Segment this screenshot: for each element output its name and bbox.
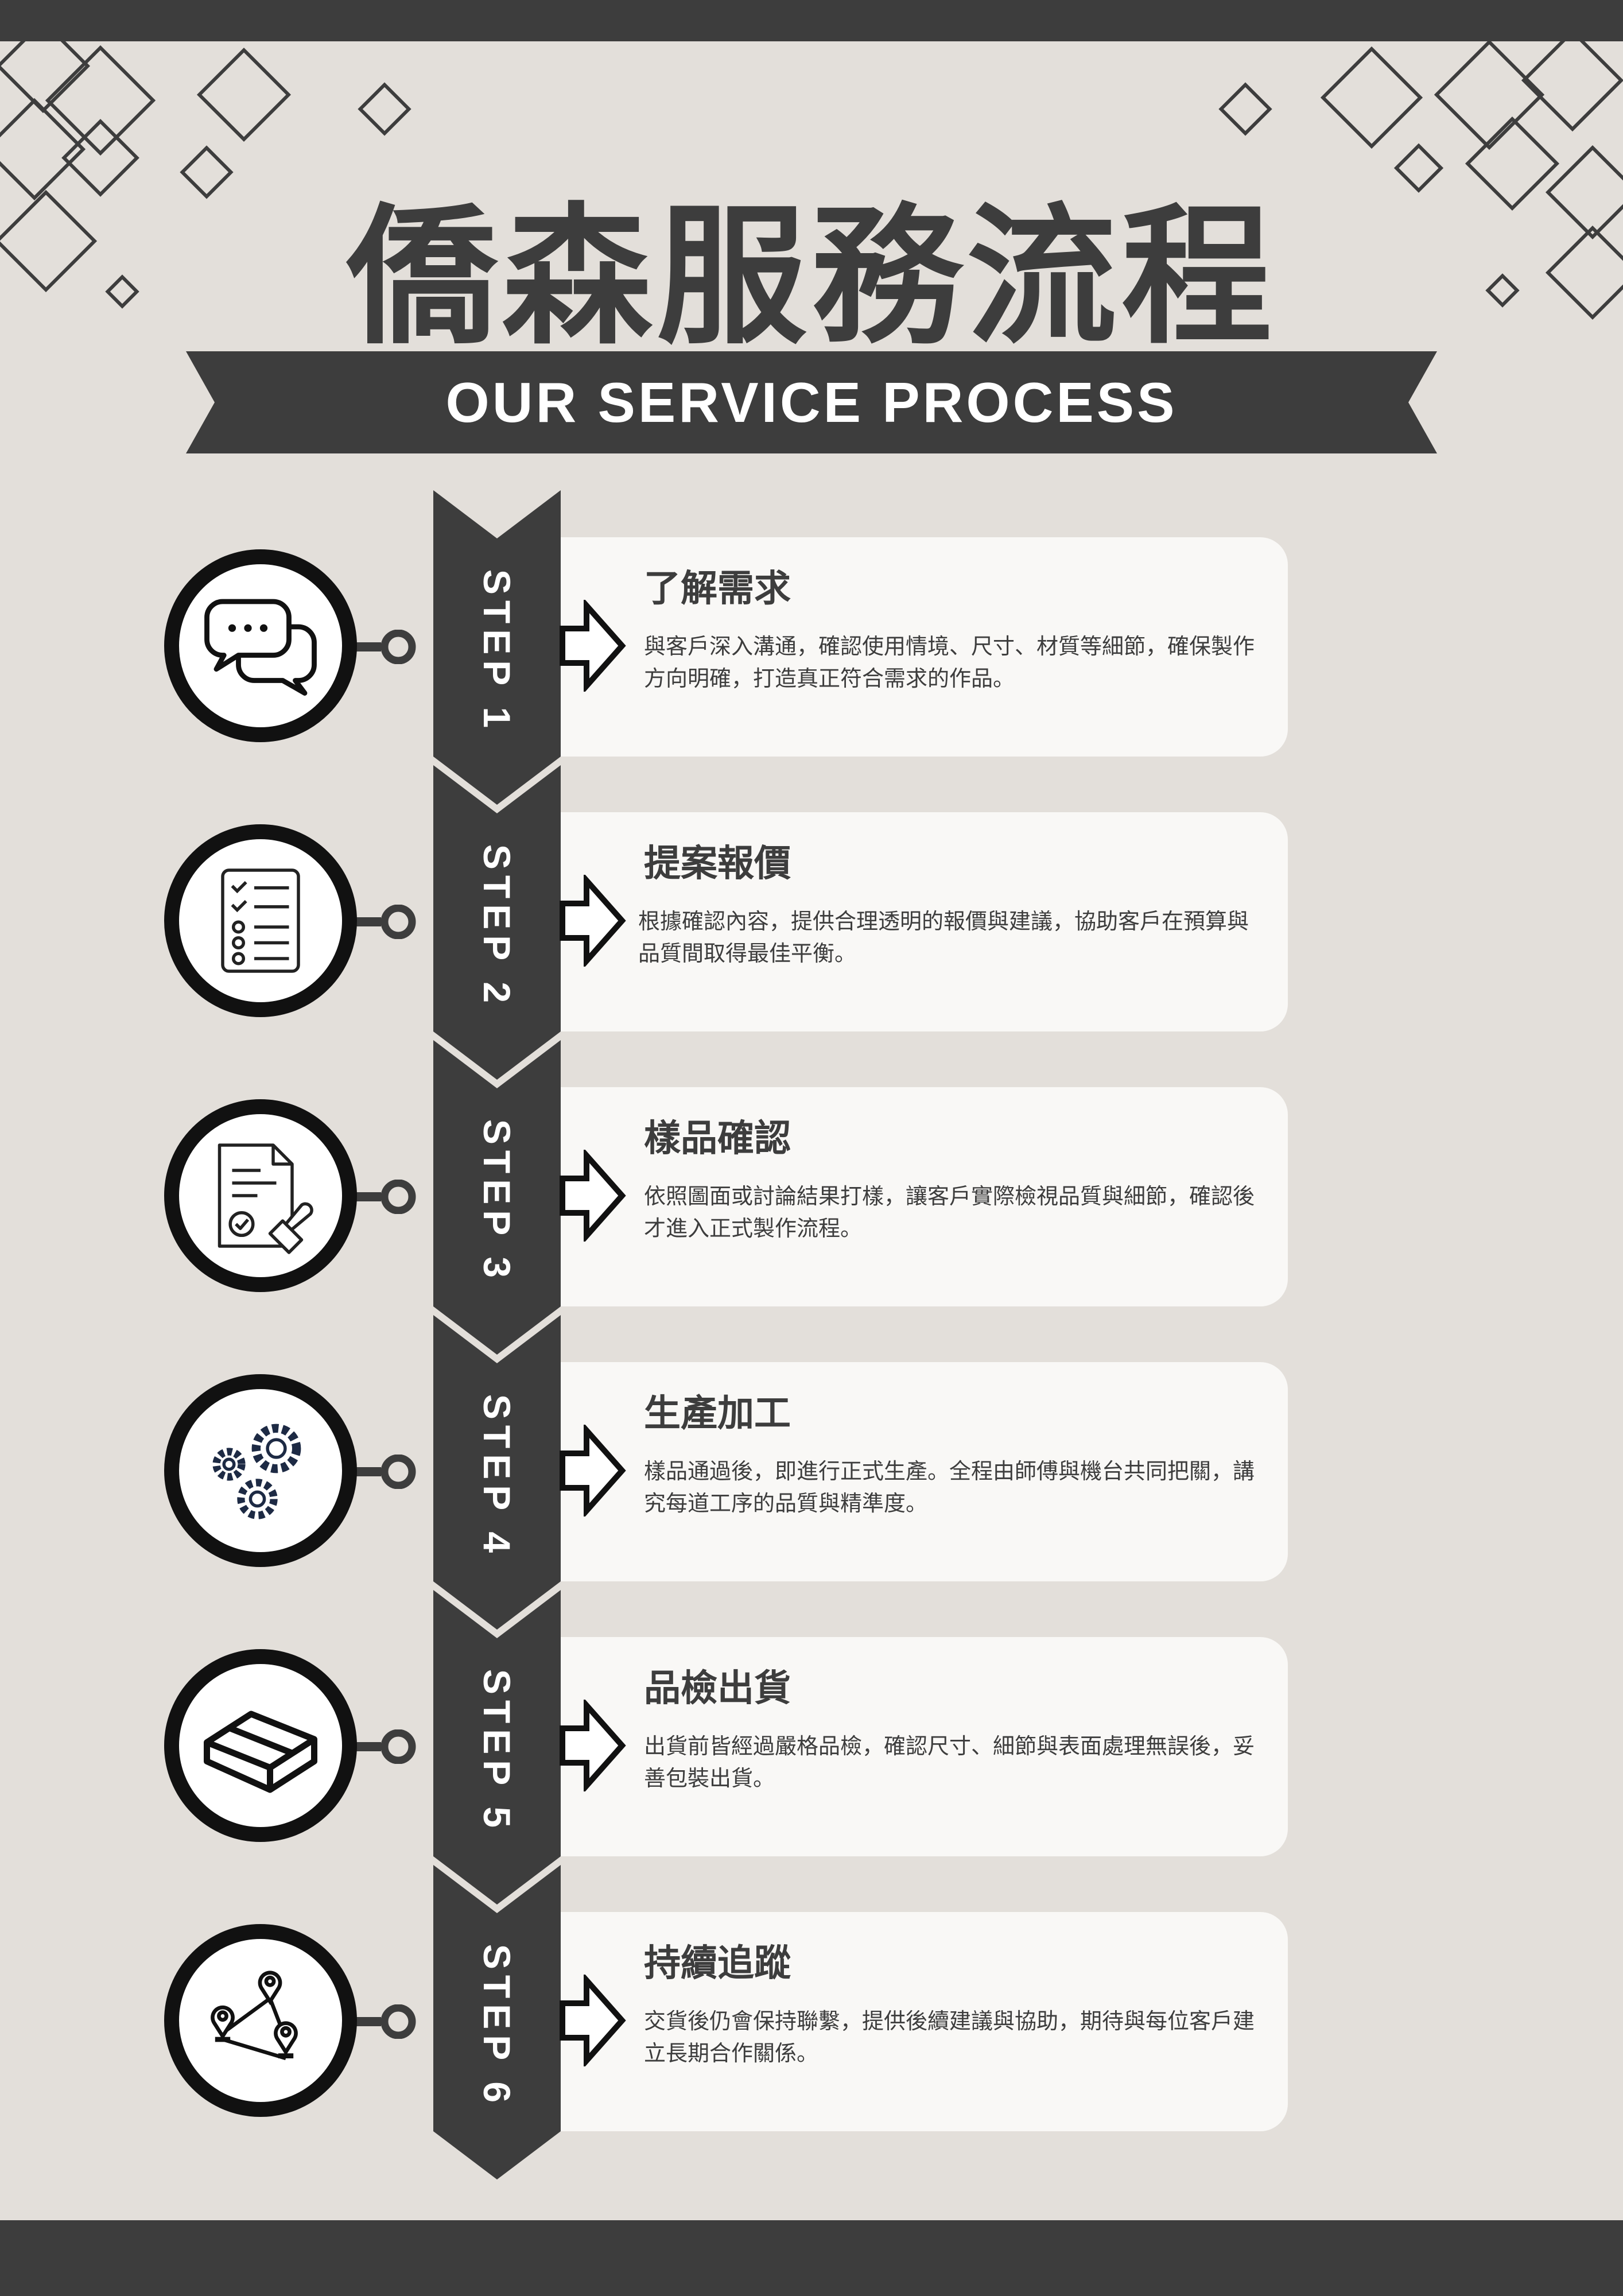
step-card: 品檢出貨 出貨前皆經過嚴格品檢，確認尺寸、細節與表面處理無誤後，妥善包裝出貨。 [561, 1637, 1288, 1856]
connector-icon [355, 2004, 416, 2039]
top-bar [0, 0, 1623, 41]
step-1: STEP 1 了解需求 與客戶深入溝通，確認使用情境、尺寸、材質等細節，確保製作… [0, 490, 1623, 805]
step-chevron [433, 1315, 561, 1630]
page-title: 僑森服務流程 [347, 189, 1276, 364]
step-description: 交貨後仍會保持聯繫，提供後續建議與協助，期待與每位客戶建立長期合作關係。 [644, 2008, 1255, 2066]
step-label: STEP 6 [476, 1944, 518, 2109]
arrow-right-icon [560, 1425, 626, 1517]
arrow-right-icon [560, 875, 626, 967]
step-card: 提案報價 根據確認內容，提供合理透明的報價與建議，協助客戶在預算與品質間取得最佳… [561, 812, 1288, 1031]
step-title: 樣品確認 [644, 1118, 791, 1160]
box-icon [204, 1711, 317, 1793]
step-chevron [433, 1865, 561, 2179]
step-2: STEP 2 提案報價 根據確認內容，提供合理透明的報價與建議，協助客戶在預算與… [0, 765, 1623, 1080]
step-description: 根據確認內容，提供合理透明的報價與建議，協助客戶在預算與品質間取得最佳平衡。 [638, 909, 1249, 966]
connector-icon [355, 905, 416, 939]
step-description: 依照圖面或討論結果打樣，讓客戶實際檢視品質與細節，確認後才進入正式製作流程。 [644, 1184, 1255, 1241]
step-description: 出貨前皆經過嚴格品檢，確認尺寸、細節與表面處理無誤後，妥善包裝出貨。 [644, 1733, 1255, 1791]
step-icon-circle [164, 549, 357, 742]
step-5: STEP 5 品檢出貨 出貨前皆經過嚴格品檢，確認尺寸、細節與表面處理無誤後，妥… [0, 1590, 1623, 1905]
arrow-right-icon [560, 1150, 626, 1242]
step-description: 與客戶深入溝通，確認使用情境、尺寸、材質等細節，確保製作方向明確，打造真正符合需… [644, 634, 1255, 691]
approved-document-icon [218, 1143, 313, 1254]
step-4: STEP 4 生產加工 樣品通過後，即進行正式生產。全程由師傅與機台共同把關，講… [0, 1315, 1623, 1630]
step-6: STEP 6 持續追蹤 交貨後仍會保持聯繫，提供後續建議與協助，期待與每位客戶建… [0, 1865, 1623, 2179]
step-title: 提案報價 [644, 843, 791, 885]
step-description: 樣品通過後，即進行正式生產。全程由師傅與機台共同把關，講究每道工序的品質與精準度… [644, 1459, 1255, 1516]
step-title: 持續追蹤 [644, 1942, 791, 1985]
step-chevron [433, 1590, 561, 1905]
step-chevron [433, 490, 561, 805]
subtitle-ribbon [186, 351, 1437, 453]
chat-bubbles-icon [204, 599, 317, 696]
step-title: 品檢出貨 [644, 1667, 791, 1710]
subtitle: OUR SERVICE PROCESS [445, 371, 1178, 434]
checklist-icon [221, 868, 300, 973]
step-title: 生產加工 [644, 1393, 791, 1435]
step-icon-circle [164, 1649, 357, 1842]
step-icon-circle [164, 824, 357, 1017]
step-3: STEP 3 樣品確認 依照圖面或討論結果打樣，讓客戶實際檢視品質與細節，確認後… [0, 1040, 1623, 1355]
connector-icon [355, 1455, 416, 1489]
bottom-bar [0, 2220, 1623, 2296]
step-card: 生產加工 樣品通過後，即進行正式生產。全程由師傅與機台共同把關，講究每道工序的品… [561, 1362, 1288, 1581]
map-pins-icon [211, 1971, 298, 2061]
step-card: 了解需求 與客戶深入溝通，確認使用情境、尺寸、材質等細節，確保製作方向明確，打造… [561, 537, 1288, 757]
connector-icon [355, 1729, 416, 1764]
decorative-diamonds [0, 41, 1623, 320]
step-icon-circle [164, 1924, 357, 2117]
step-title: 了解需求 [644, 568, 791, 610]
step-label: STEP 5 [476, 1669, 518, 1834]
step-card: 持續追蹤 交貨後仍會保持聯繫，提供後續建議與協助，期待與每位客戶建立長期合作關係… [561, 1912, 1288, 2131]
connector-icon [355, 630, 416, 664]
step-label: STEP 3 [476, 1119, 518, 1284]
step-icon-circle [164, 1099, 357, 1292]
gears-icon [212, 1424, 301, 1519]
step-card: 樣品確認 依照圖面或討論結果打樣，讓客戶實際檢視品質與細節，確認後才進入正式製作… [561, 1087, 1288, 1306]
step-label: STEP 4 [476, 1394, 518, 1559]
step-chevron [433, 765, 561, 1080]
arrow-right-icon [560, 1975, 626, 2066]
step-label: STEP 2 [476, 844, 518, 1009]
step-chevron [433, 1040, 561, 1355]
connector-icon [355, 1180, 416, 1214]
arrow-right-icon [560, 1700, 626, 1791]
arrow-right-icon [560, 600, 626, 692]
step-label: STEP 1 [476, 569, 518, 734]
step-icon-circle [164, 1374, 357, 1567]
